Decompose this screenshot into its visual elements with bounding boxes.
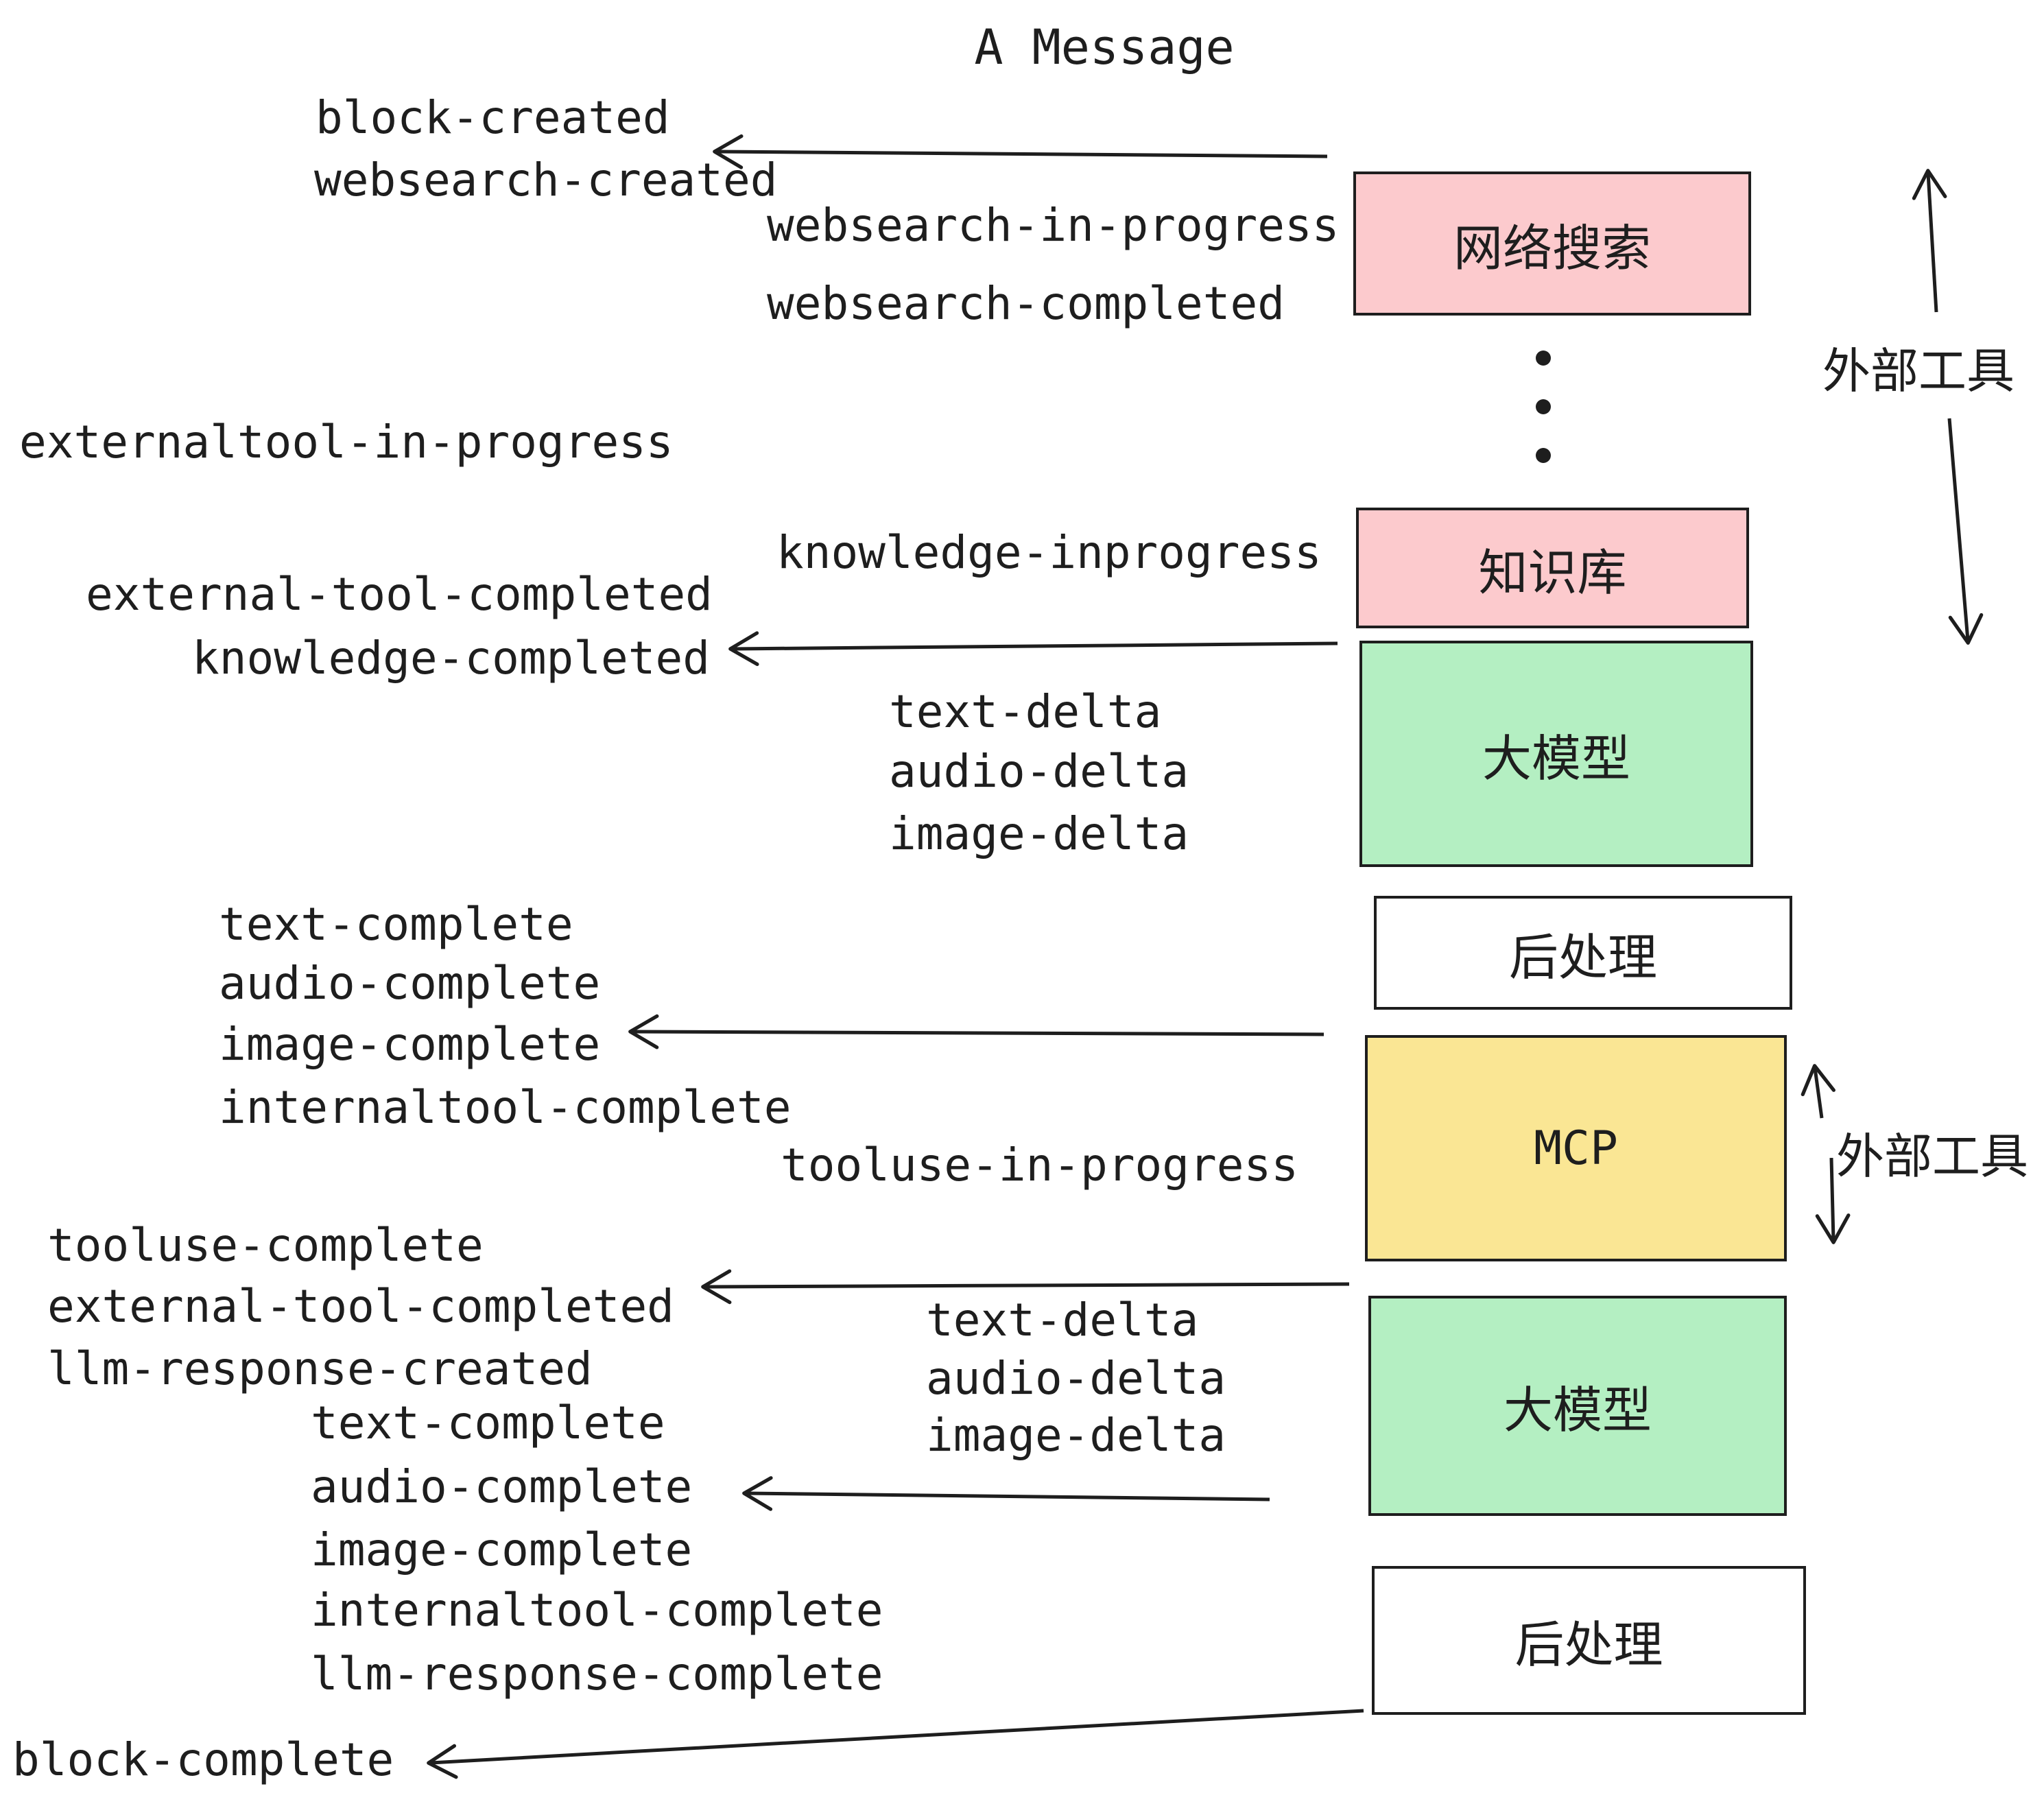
event-externaltool-in-progress: externaltool-in-progress (19, 416, 674, 468)
postprocess-box-1-label: 后处理 (1508, 928, 1657, 986)
event-websearch-in-progress: websearch-in-progress (767, 199, 1340, 252)
llm-box-2: 大模型 (1368, 1296, 1787, 1516)
event-internaltool-complete-1: internaltool-complete (219, 1081, 792, 1134)
arrow-external-tools-top-up (1912, 169, 1947, 313)
event-tooluse-in-progress: tooluse-in-progress (781, 1139, 1298, 1191)
arrow-postprocess-to-block-complete (427, 1709, 1364, 1779)
event-websearch-completed: websearch-completed (767, 277, 1285, 330)
event-internaltool-complete-2: internaltool-complete (311, 1584, 883, 1637)
postprocess-box-2: 后处理 (1372, 1566, 1806, 1715)
event-tooluse-complete: tooluse-complete (47, 1219, 484, 1272)
arrow-llm2-to-audio-complete (742, 1476, 1270, 1511)
arrow-mcp-to-tooluse-complete (701, 1269, 1350, 1305)
event-audio-complete-2: audio-complete (311, 1460, 693, 1513)
arrow-knowledge-to-knowledge-completed (728, 631, 1338, 667)
event-image-delta-1: image-delta (889, 807, 1189, 860)
event-image-delta-2: image-delta (926, 1409, 1226, 1462)
event-text-complete-2: text-complete (311, 1397, 665, 1449)
llm-box-2-label: 大模型 (1503, 1381, 1652, 1439)
event-image-complete-2: image-complete (311, 1523, 693, 1576)
knowledge-box-label: 知识库 (1478, 543, 1627, 602)
event-knowledge-inprogress: knowledge-inprogress (776, 526, 1322, 579)
event-external-tool-completed: external-tool-completed (86, 568, 713, 621)
ellipsis-dot (1536, 448, 1551, 463)
event-llm-response-created: llm-response-created (47, 1342, 593, 1395)
knowledge-box: 知识库 (1356, 508, 1749, 628)
event-audio-delta-2: audio-delta (926, 1352, 1226, 1405)
arrow-llm-to-image-complete (628, 1014, 1324, 1049)
mcp-box: MCP (1365, 1035, 1787, 1261)
event-websearch-created: websearch-created (314, 154, 778, 206)
websearch-box: 网络搜索 (1353, 171, 1751, 316)
ellipsis-dot (1536, 399, 1551, 414)
llm-box-1-label: 大模型 (1482, 729, 1630, 787)
llm-box-1: 大模型 (1359, 641, 1753, 867)
event-text-delta-2: text-delta (926, 1294, 1199, 1346)
event-audio-complete-1: audio-complete (219, 957, 601, 1010)
ellipsis-dot (1536, 351, 1551, 366)
arrow-external-tools-mcp-up (1801, 1064, 1835, 1119)
event-text-delta-1: text-delta (889, 685, 1162, 738)
event-block-created: block-created (316, 91, 670, 144)
event-audio-delta-1: audio-delta (889, 745, 1189, 798)
event-knowledge-completed: knowledge-completed (192, 632, 710, 685)
external-tools-label-mcp: 外部工具 (1836, 1128, 2028, 1185)
websearch-box-label: 网络搜索 (1453, 219, 1651, 277)
external-tools-label-top: 外部工具 (1822, 343, 2015, 399)
postprocess-box-1: 后处理 (1374, 896, 1792, 1010)
mcp-box-label: MCP (1534, 1121, 1618, 1176)
event-llm-response-complete: llm-response-complete (311, 1648, 883, 1700)
event-text-complete-1: text-complete (219, 898, 573, 951)
event-block-complete: block-complete (12, 1733, 394, 1786)
event-external-tool-completed-2: external-tool-completed (47, 1280, 674, 1333)
diagram-title: A Message (974, 19, 1235, 75)
postprocess-box-2-label: 后处理 (1514, 1616, 1663, 1674)
arrow-websearch-to-block-created (713, 134, 1328, 169)
event-image-complete-1: image-complete (219, 1018, 601, 1071)
arrow-external-tools-mcp-down (1815, 1157, 1851, 1244)
arrow-external-tools-top-down (1947, 418, 1984, 645)
